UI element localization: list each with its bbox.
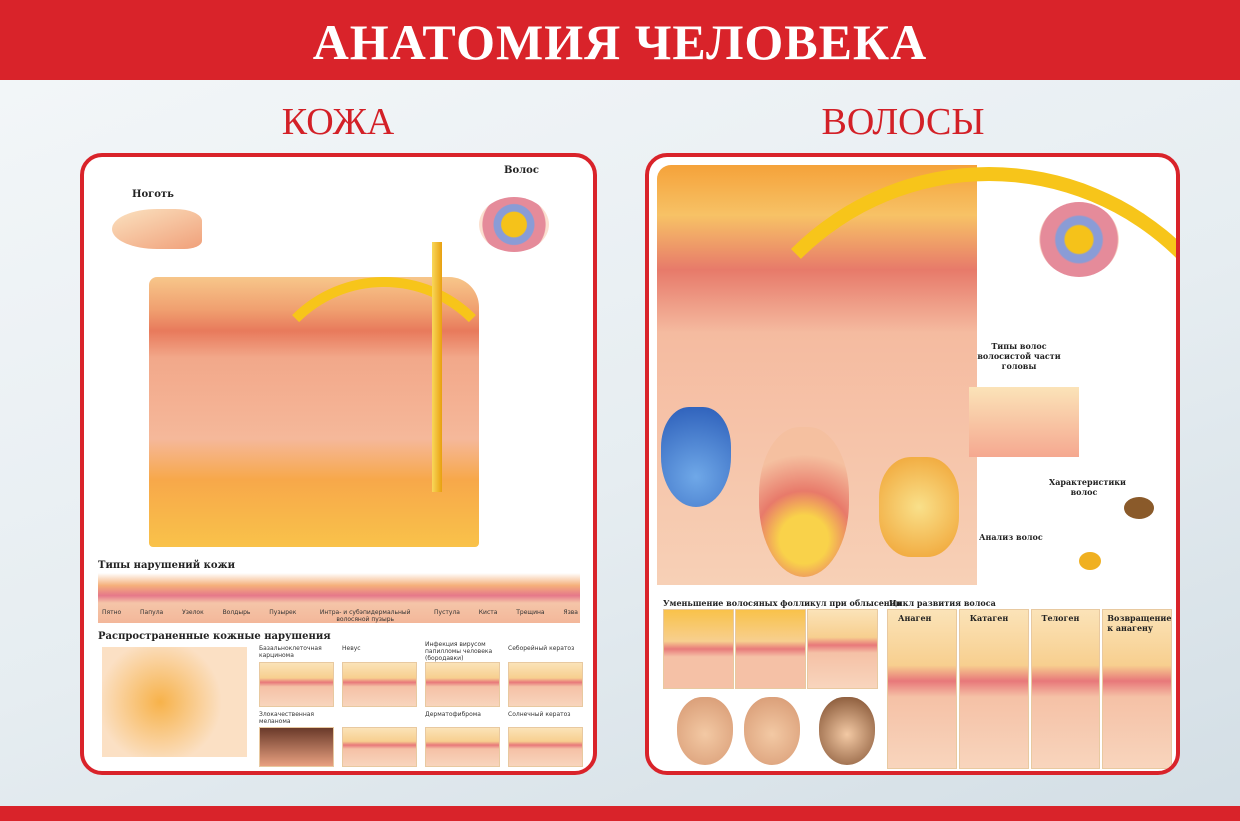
disorder-label: Невус: [342, 645, 361, 652]
lesion-type: Папула: [140, 609, 164, 616]
head-illustration: [819, 697, 875, 765]
cycle-phase-catagen: Катаген: [958, 609, 1029, 769]
baldness-stage-image: [735, 609, 806, 689]
cycle-phase-return: Возвращение к анагену: [1102, 609, 1172, 769]
disorder-image: [425, 727, 500, 767]
common-disorders-title: Распространенные кожные нарушения: [98, 631, 331, 642]
hair-characteristics-title: Характеристики волос: [1049, 477, 1126, 497]
disorder-label: Злокачественная меланома: [259, 711, 315, 725]
hair-cross-section: [1039, 202, 1119, 277]
cycle-phase-anagen: Анаген: [887, 609, 957, 769]
disorder-label: Солнечный кератоз: [508, 711, 571, 718]
lesion-type: Пятно: [102, 609, 122, 616]
hair-shaft-straight: [432, 242, 442, 492]
lesion-type: Волдырь: [222, 609, 251, 616]
disorder-label: Себорейный кератоз: [508, 645, 575, 652]
disorder-image: [508, 662, 583, 707]
disorder-label: Инфекция вирусом папилломы человека (бор…: [425, 641, 493, 662]
hair-root: [759, 427, 849, 577]
skin-heading: КОЖА: [281, 101, 395, 143]
disorder-image: [425, 662, 500, 707]
phase-label: Возвращение к анагену: [1107, 613, 1172, 633]
disorder-label: Базальноклеточная карцинома: [259, 645, 322, 659]
phase-label: Телоген: [1041, 613, 1080, 623]
disorder-image: [342, 727, 417, 767]
hair-types-illustration: [969, 387, 1079, 457]
phase-label: Катаген: [969, 613, 1009, 623]
lesion-type: Язва: [563, 609, 578, 616]
hair-section-sample: [1124, 497, 1154, 519]
skin-panel: Ноготь Волос Типы нарушений кожи Пятно П…: [80, 153, 597, 775]
lesion-type: Интра- и субэпидермальный волосяной пузы…: [319, 609, 411, 623]
lesion-type: Пузырек: [269, 609, 297, 616]
follicle-bulb: [661, 407, 731, 507]
acne-illustration: [102, 647, 247, 757]
disorder-image: [259, 662, 334, 707]
lesion-type: Узелок: [182, 609, 204, 616]
disorder-image: [508, 727, 583, 767]
disorder-label: Дерматофиброма: [425, 711, 481, 718]
hair-label: Волос: [504, 165, 539, 176]
hair-types-title: Типы волос волосистой части головы: [977, 341, 1061, 371]
lesion-types-strip: [98, 573, 580, 623]
cycle-phase-telogen: Телоген: [1030, 609, 1101, 769]
lesion-type: Трещина: [516, 609, 545, 616]
poster-title: АНАТОМИЯ ЧЕЛОВЕКА: [0, 0, 1240, 80]
disorder-image: [259, 727, 334, 767]
hair-section-sample: [1079, 552, 1101, 570]
hair-shaft: [254, 277, 514, 537]
baldness-stage-image: [807, 609, 878, 689]
hair-panel: Типы волос волосистой части головы Харак…: [645, 153, 1180, 775]
nail-illustration: [112, 209, 202, 249]
bottom-bar: [0, 806, 1240, 821]
disorder-image: [342, 662, 417, 707]
baldness-title: Уменьшение волосяных фолликул при облысе…: [663, 598, 902, 608]
lesion-type: Киста: [478, 609, 498, 616]
hair-analysis-title: Анализ волос: [979, 532, 1043, 542]
phase-label: Анаген: [898, 613, 932, 623]
hair-cross-section: [479, 197, 549, 252]
baldness-stage-image: [663, 609, 734, 689]
lesion-type: Пустула: [434, 609, 460, 616]
lesion-types-title: Типы нарушений кожи: [98, 560, 236, 571]
head-illustration: [744, 697, 800, 765]
nail-label: Ноготь: [132, 189, 174, 200]
head-illustration: [677, 697, 733, 765]
hair-heading: ВОЛОСЫ: [821, 101, 985, 143]
melanocyte-illustration: [879, 457, 959, 557]
hair-cycle-title: Цикл развития волоса: [889, 598, 996, 608]
